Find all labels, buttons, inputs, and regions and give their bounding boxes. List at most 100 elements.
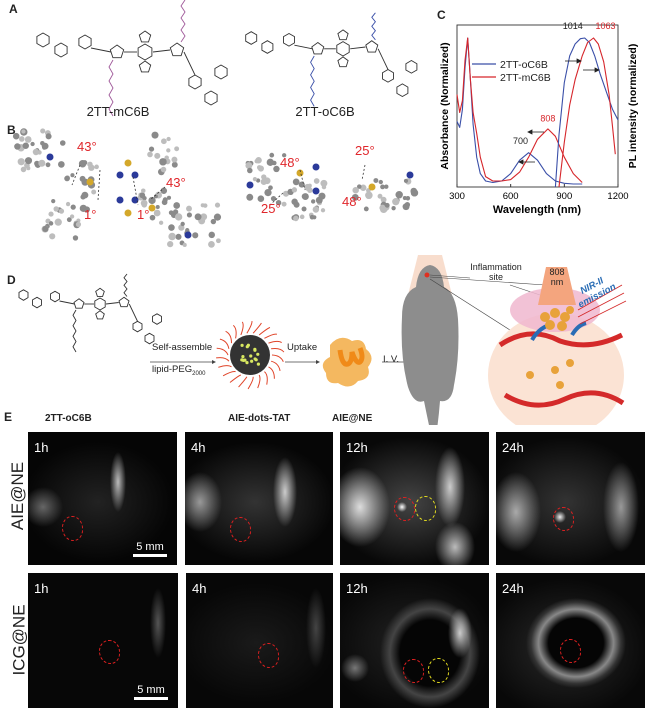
ring [214, 64, 228, 80]
nir-image-icg-12h: 12h [340, 573, 489, 708]
peak-label: 808 [540, 113, 555, 123]
nir-image-aie-24h: 24h [496, 432, 645, 565]
heteroatom [124, 159, 132, 167]
atom [254, 158, 259, 164]
atom [208, 231, 215, 239]
atom [159, 158, 167, 166]
heteroatom [368, 183, 376, 191]
atom [81, 191, 89, 199]
atom [214, 202, 221, 208]
atom [45, 133, 52, 140]
ring [382, 68, 394, 83]
atom [291, 198, 298, 205]
peg-chain [246, 320, 253, 334]
atom [12, 132, 20, 140]
step-lipid-peg: lipid-PEG2000 [152, 364, 205, 377]
dihedral-line [71, 164, 81, 186]
atom [153, 209, 161, 217]
alkyl-chain [180, 0, 186, 43]
atom [360, 184, 367, 191]
atom [20, 166, 27, 173]
atom [22, 142, 29, 149]
atom [14, 143, 21, 150]
thiophene-ring [337, 29, 349, 41]
ring [204, 90, 218, 106]
thiophene-ring [138, 30, 152, 43]
atom [70, 204, 76, 210]
y-axis-label-left: Absorbance (Normalized) [439, 42, 451, 169]
atom [161, 199, 168, 206]
atom [208, 241, 215, 248]
ring [396, 83, 409, 98]
heteroatom [131, 171, 139, 179]
nir-image-icg-24h: 24h [496, 573, 645, 708]
time-label: 24h [502, 581, 524, 596]
dihedral-line [149, 186, 166, 201]
atom [320, 179, 328, 187]
nir-image-icg-4h: 4h [186, 573, 333, 708]
atom [24, 136, 32, 143]
atom [148, 196, 156, 205]
atom [24, 157, 33, 165]
atom [202, 203, 208, 208]
thiophene-ring [73, 298, 85, 309]
inflamed-roi [230, 517, 251, 542]
scale-bar: 5 mm [133, 541, 167, 557]
aggregate [253, 347, 257, 351]
atom [172, 209, 179, 215]
peak-label: 1014 [563, 21, 583, 31]
peg-subscript: 2000 [192, 370, 206, 377]
structure-2tt-oc6b [245, 12, 418, 107]
x-tick-label: 300 [449, 191, 465, 202]
ring [336, 41, 350, 57]
thiophene-ring [138, 60, 152, 73]
atom [154, 152, 161, 159]
atom [51, 198, 56, 204]
aggregate [240, 358, 244, 362]
atom [247, 167, 253, 174]
thiophene-ring [118, 296, 130, 308]
atom [72, 235, 79, 241]
arrow-uptake [285, 360, 320, 364]
inflamed-roi [62, 516, 83, 541]
angle-label: 25° [261, 201, 281, 216]
atom [246, 193, 254, 201]
inflamed-roi [258, 643, 279, 668]
atom [215, 238, 221, 244]
heteroatom [124, 209, 132, 217]
alkyl-chain [108, 59, 114, 117]
inflamed-roi [560, 639, 581, 663]
aggregate [240, 343, 244, 347]
atom [175, 233, 182, 240]
peg-chain [229, 374, 242, 383]
atom [171, 161, 178, 168]
control-roi [428, 658, 449, 683]
peak-label: 1063 [595, 21, 615, 31]
peg-chain [252, 322, 262, 334]
scale-bar-label: 5 mm [137, 684, 165, 696]
atom [149, 214, 156, 221]
bond [183, 51, 196, 76]
atom [377, 193, 383, 199]
nir-image-aie-1h: 1h 5 mm [28, 432, 177, 565]
panel-label-c: C [437, 8, 446, 22]
atom [363, 206, 369, 212]
aggregate [249, 354, 253, 358]
schematic-diagram [18, 255, 627, 425]
ring [54, 42, 68, 58]
atom [307, 187, 313, 193]
thiophene-ring [169, 42, 185, 57]
atom [395, 191, 403, 199]
row-label-icg: ICG@NE [9, 604, 29, 676]
bond [377, 48, 389, 70]
series-absorbance-2tt-mc6b [456, 37, 583, 183]
chemical-structures [36, 0, 418, 117]
structure-2tt-mc6b [36, 0, 228, 117]
atom [391, 206, 396, 211]
time-label: 1h [34, 581, 49, 596]
atom [257, 165, 264, 172]
aie-dots-tat-label: AIE-dots-TAT [228, 413, 291, 424]
aggregate [241, 355, 245, 359]
